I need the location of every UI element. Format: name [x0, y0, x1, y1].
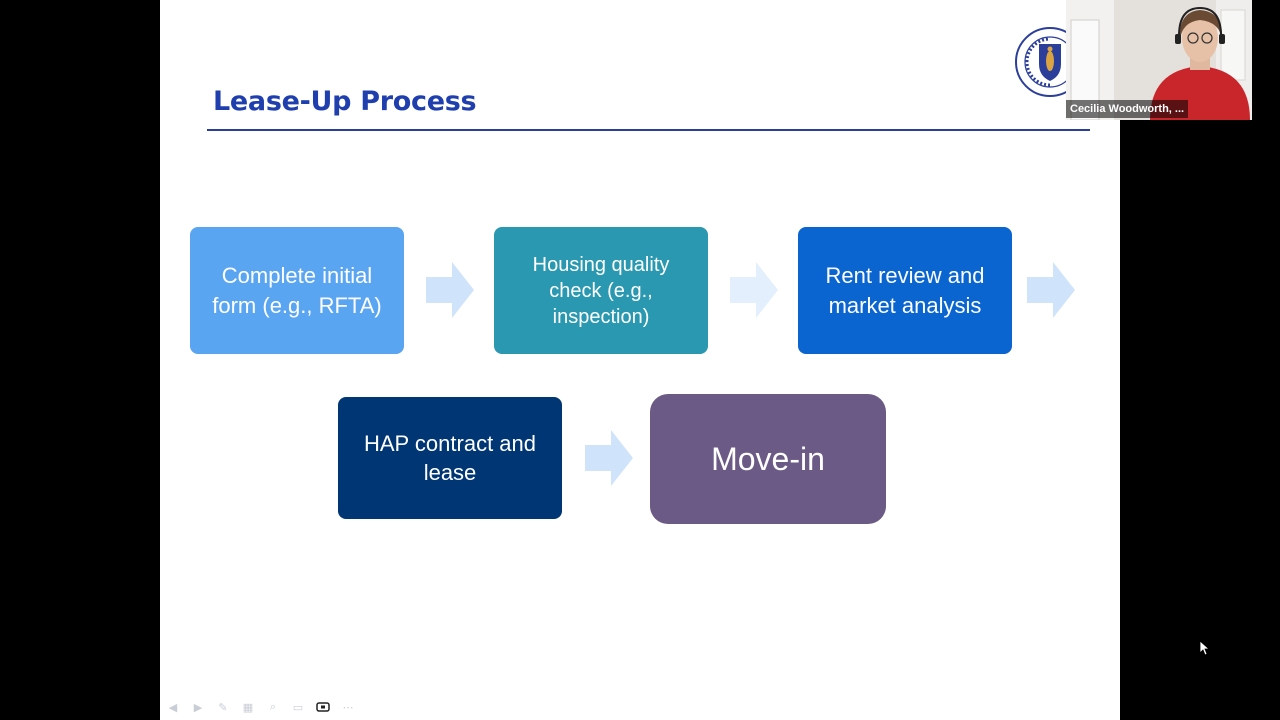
- step-housing-quality-check: Housing quality check (e.g., inspection): [494, 227, 708, 354]
- pen-icon[interactable]: ✎: [213, 697, 233, 717]
- arrow-right-icon: [730, 262, 778, 318]
- participant-name-label: Cecilia Woodworth, ...: [1066, 100, 1188, 118]
- back-icon[interactable]: ◀: [163, 697, 183, 717]
- step-label: Housing quality check (e.g., inspection): [533, 252, 670, 330]
- step-hap-contract: HAP contract and lease: [338, 397, 562, 519]
- title-divider: [207, 129, 1090, 131]
- mouse-cursor-icon: [1200, 641, 1210, 655]
- step-complete-initial-form: Complete initial form (e.g., RFTA): [190, 227, 404, 354]
- camera-icon[interactable]: [313, 697, 333, 717]
- presentation-slide: Lease-Up Process Complete initial form (…: [160, 0, 1120, 720]
- step-label: HAP contract and lease: [364, 429, 536, 487]
- step-label: Move-in: [711, 441, 825, 478]
- forward-icon[interactable]: ▶: [188, 697, 208, 717]
- zoom-icon[interactable]: ⌕: [263, 697, 283, 717]
- step-label: Complete initial form (e.g., RFTA): [212, 261, 382, 321]
- step-rent-review: Rent review and market analysis: [798, 227, 1012, 354]
- step-move-in: Move-in: [650, 394, 886, 524]
- more-icon[interactable]: ⋯: [338, 697, 358, 717]
- arrow-right-icon: [585, 430, 633, 486]
- arrow-right-icon: [1027, 262, 1075, 318]
- slides-icon[interactable]: ▦: [238, 697, 258, 717]
- subtitles-icon[interactable]: ▭: [288, 697, 308, 717]
- slide-title: Lease-Up Process: [213, 86, 476, 117]
- participant-video-tile[interactable]: Cecilia Woodworth, ...: [1066, 0, 1252, 120]
- step-label: Rent review and market analysis: [826, 261, 985, 321]
- slideshow-toolbar: ◀ ▶ ✎ ▦ ⌕ ▭ ⋯: [163, 697, 358, 717]
- arrow-right-icon: [426, 262, 474, 318]
